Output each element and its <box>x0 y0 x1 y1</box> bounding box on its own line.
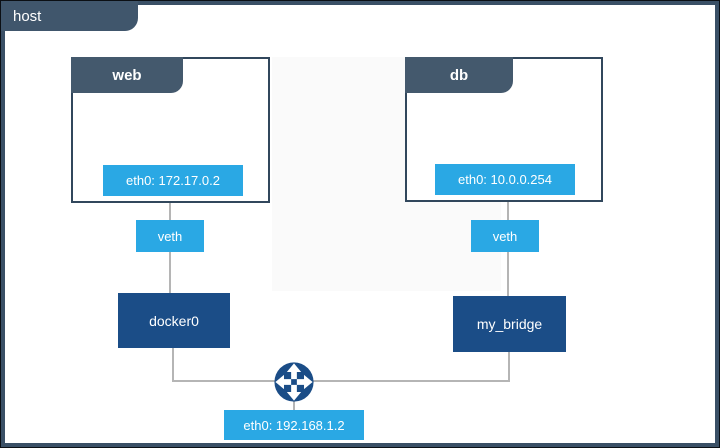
connector-my-bridge-down <box>508 352 510 382</box>
db-eth0-label: eth0: 10.0.0.254 <box>435 164 575 195</box>
container-db-header: db <box>405 57 513 93</box>
bridge-my-bridge-text: my_bridge <box>476 316 543 332</box>
veth-left-label: veth <box>136 220 204 252</box>
router-icon <box>274 362 314 402</box>
host-label-tab: host <box>1 1 138 31</box>
host-label: host <box>13 7 42 25</box>
container-web-header: web <box>71 57 183 93</box>
veth-left-text: veth <box>157 228 183 244</box>
veth-right-label: veth <box>471 220 539 252</box>
connector-bridges-to-router <box>172 380 510 382</box>
bridge-my-bridge: my_bridge <box>453 296 566 352</box>
bridge-docker0-text: docker0 <box>149 312 199 329</box>
connector-docker0-down <box>172 348 174 382</box>
container-web-title: web <box>112 66 142 84</box>
veth-right-text: veth <box>492 228 518 244</box>
web-eth0-label: eth0: 172.17.0.2 <box>103 165 243 196</box>
host-eth0-text: eth0: 192.168.1.2 <box>243 417 345 433</box>
container-db-title: db <box>449 66 469 84</box>
web-eth0-text: eth0: 172.17.0.2 <box>126 173 220 188</box>
bridge-docker0: docker0 <box>118 293 230 348</box>
host-eth0-label: eth0: 192.168.1.2 <box>224 410 364 440</box>
db-eth0-text: eth0: 10.0.0.254 <box>458 172 552 187</box>
